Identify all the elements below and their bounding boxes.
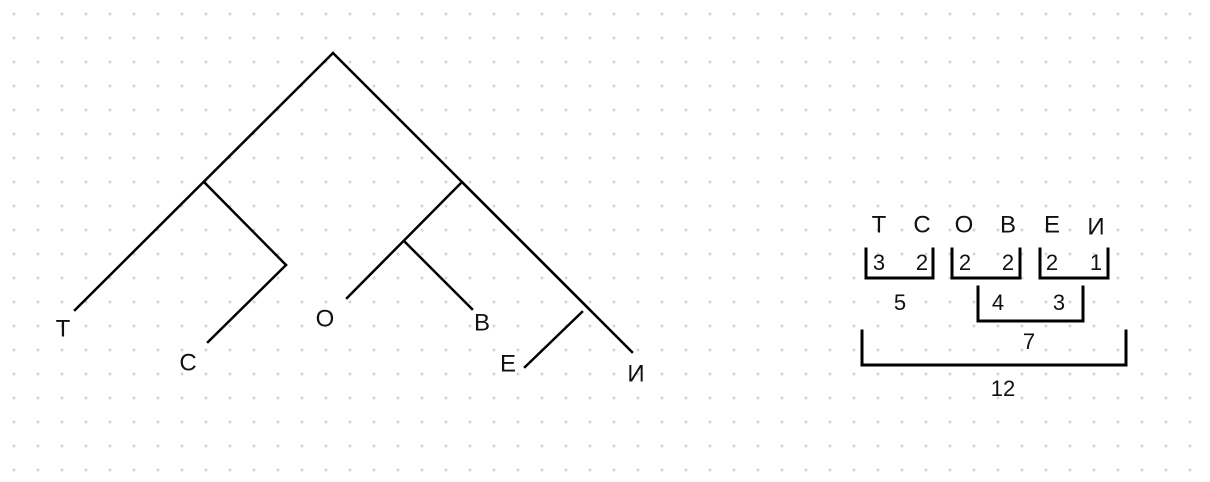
edge-right-to-ei — [460, 180, 592, 312]
bracket-total — [860, 329, 1128, 367]
leaf-label-i: И — [627, 360, 644, 387]
bracket-ob-ei — [976, 285, 1085, 323]
sum-obei: 7 — [1023, 329, 1035, 354]
pair-brackets — [864, 247, 1110, 280]
table-letters: Т С О В Е И — [872, 211, 1105, 240]
edge-ob-to-b — [402, 239, 474, 311]
edge-ei-to-e — [523, 310, 584, 369]
count-v: 2 — [1002, 250, 1014, 275]
table-letter-s: С — [913, 211, 930, 238]
sum-tc: 5 — [894, 290, 906, 315]
count-e: 2 — [1046, 250, 1058, 275]
leaf-label-v: В — [474, 309, 490, 336]
sum-ob: 4 — [992, 290, 1004, 315]
edge-c-branch — [206, 263, 288, 344]
bracket-ob — [950, 247, 1022, 280]
count-i: 1 — [1090, 250, 1102, 275]
bracket-ei — [1038, 247, 1110, 280]
bracket-tc — [864, 247, 935, 280]
leaf-label-s: С — [179, 349, 196, 376]
tree — [73, 51, 634, 369]
count-t: 3 — [873, 250, 885, 275]
sum-total: 12 — [991, 376, 1015, 401]
tree-leaves: Т С О В Е И — [56, 305, 645, 387]
leaf-label-t: Т — [56, 315, 71, 342]
table-letter-i: И — [1087, 213, 1104, 240]
table-counts: 3 2 2 2 2 1 — [873, 250, 1102, 275]
sum-ei: 3 — [1053, 290, 1065, 315]
table-letter-t: Т — [872, 211, 887, 238]
table-letter-e: Е — [1044, 211, 1060, 238]
table-letter-v: В — [1000, 211, 1016, 238]
leaf-label-e: Е — [500, 350, 516, 377]
leaf-label-o: О — [316, 305, 335, 332]
count-s: 2 — [916, 250, 928, 275]
edge-tc-to-c — [202, 180, 288, 267]
table-letter-o: О — [955, 211, 974, 238]
count-o: 2 — [959, 250, 971, 275]
